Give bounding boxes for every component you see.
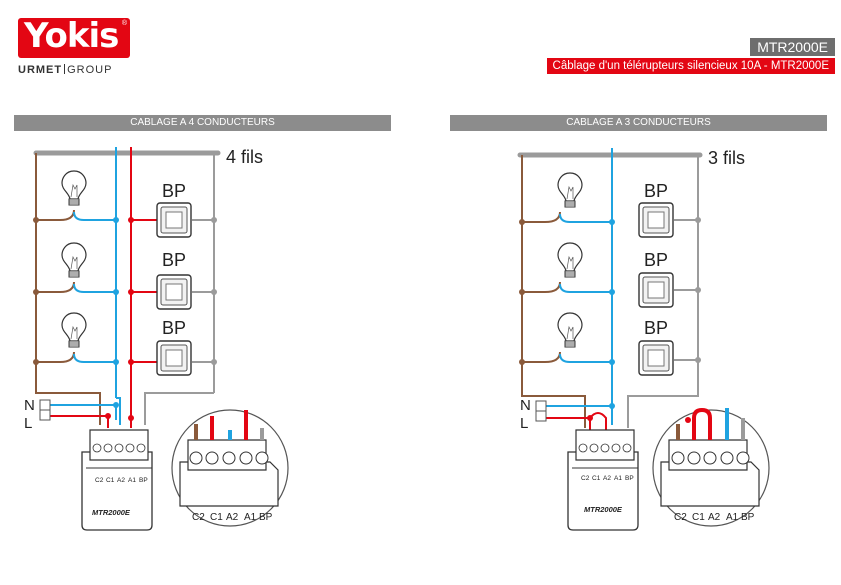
group-left: URMET (18, 64, 63, 76)
terminal-label: BP (625, 475, 634, 482)
page-subtitle: Câblage d'un télérupteurs silencieux 10A… (546, 58, 835, 74)
neutral-label: N (24, 397, 35, 414)
bp-label: BP (162, 318, 186, 338)
lamp-icon (61, 170, 87, 206)
neutral-label: N (520, 397, 531, 414)
terminal-label: C1 (592, 475, 601, 482)
logo-badge: Yokis ® (18, 16, 130, 58)
terminal-label: C2 (95, 477, 104, 484)
terminal-label: C1 (106, 477, 115, 484)
terminal-zoom (171, 409, 289, 527)
zoom-terminal-label: A1 (726, 512, 739, 523)
live-label: L (24, 415, 32, 432)
section-title-left: CABLAGE A 4 CONDUCTEURS (14, 115, 391, 131)
bp-label: BP (162, 181, 186, 201)
zoom-terminal-label: C1 (692, 512, 705, 523)
module-icon (567, 429, 639, 531)
lamp-icon (557, 172, 583, 208)
wires-count-label: 4 fils (226, 147, 263, 167)
terminal-label: A2 (603, 475, 611, 482)
push-button-icon (638, 340, 674, 376)
lamp-icon (557, 312, 583, 348)
logo-group: URMET GROUP (18, 64, 130, 76)
zoom-terminal-label: A1 (244, 512, 257, 523)
terminal-label: BP (139, 477, 148, 484)
lamp-icon (61, 242, 87, 278)
left-diagram: BP BP BP 4 fils N L C2 C1 A2 A1 BP MTR20… (24, 147, 289, 531)
zoom-terminal-label: BP (741, 512, 755, 523)
right-diagram: BP BP BP 3 fils N L C2 C1 A2 A1 BP MTR20… (517, 148, 770, 531)
terminal-label: A1 (614, 475, 622, 482)
bp-label: BP (644, 181, 668, 201)
zoom-terminal-label: C2 (192, 512, 205, 523)
bp-label: BP (644, 318, 668, 338)
push-button-icon (638, 202, 674, 238)
lamp-icon (557, 242, 583, 278)
yokis-logo: Yokis ® URMET GROUP (18, 16, 130, 76)
bp-label: BP (162, 250, 186, 270)
module-name: MTR2000E (584, 505, 623, 514)
terminal-zoom (652, 407, 770, 527)
zoom-terminal-label: C2 (674, 512, 687, 523)
terminal-label: A1 (128, 477, 136, 484)
zoom-terminal-label: C1 (210, 512, 223, 523)
push-button-icon (156, 202, 192, 238)
zoom-terminal-label: A2 (226, 512, 239, 523)
live-label: L (520, 415, 528, 432)
push-button-icon (156, 274, 192, 310)
zoom-terminal-label: A2 (708, 512, 721, 523)
terminal-label: C2 (581, 475, 590, 482)
section-title-right: CABLAGE A 3 CONDUCTEURS (450, 115, 827, 131)
wires-count-label: 3 fils (708, 148, 745, 168)
registered-mark: ® (121, 20, 127, 27)
lamp-icon (61, 312, 87, 348)
module-icon (81, 429, 153, 531)
push-button-icon (638, 272, 674, 308)
bp-label: BP (644, 250, 668, 270)
logo-text: Yokis (24, 16, 119, 56)
terminal-label: A2 (117, 477, 125, 484)
group-right: GROUP (67, 64, 113, 76)
product-reference: MTR2000E (750, 38, 835, 56)
push-button-icon (156, 340, 192, 376)
module-name: MTR2000E (92, 508, 131, 517)
zoom-terminal-label: BP (259, 512, 273, 523)
